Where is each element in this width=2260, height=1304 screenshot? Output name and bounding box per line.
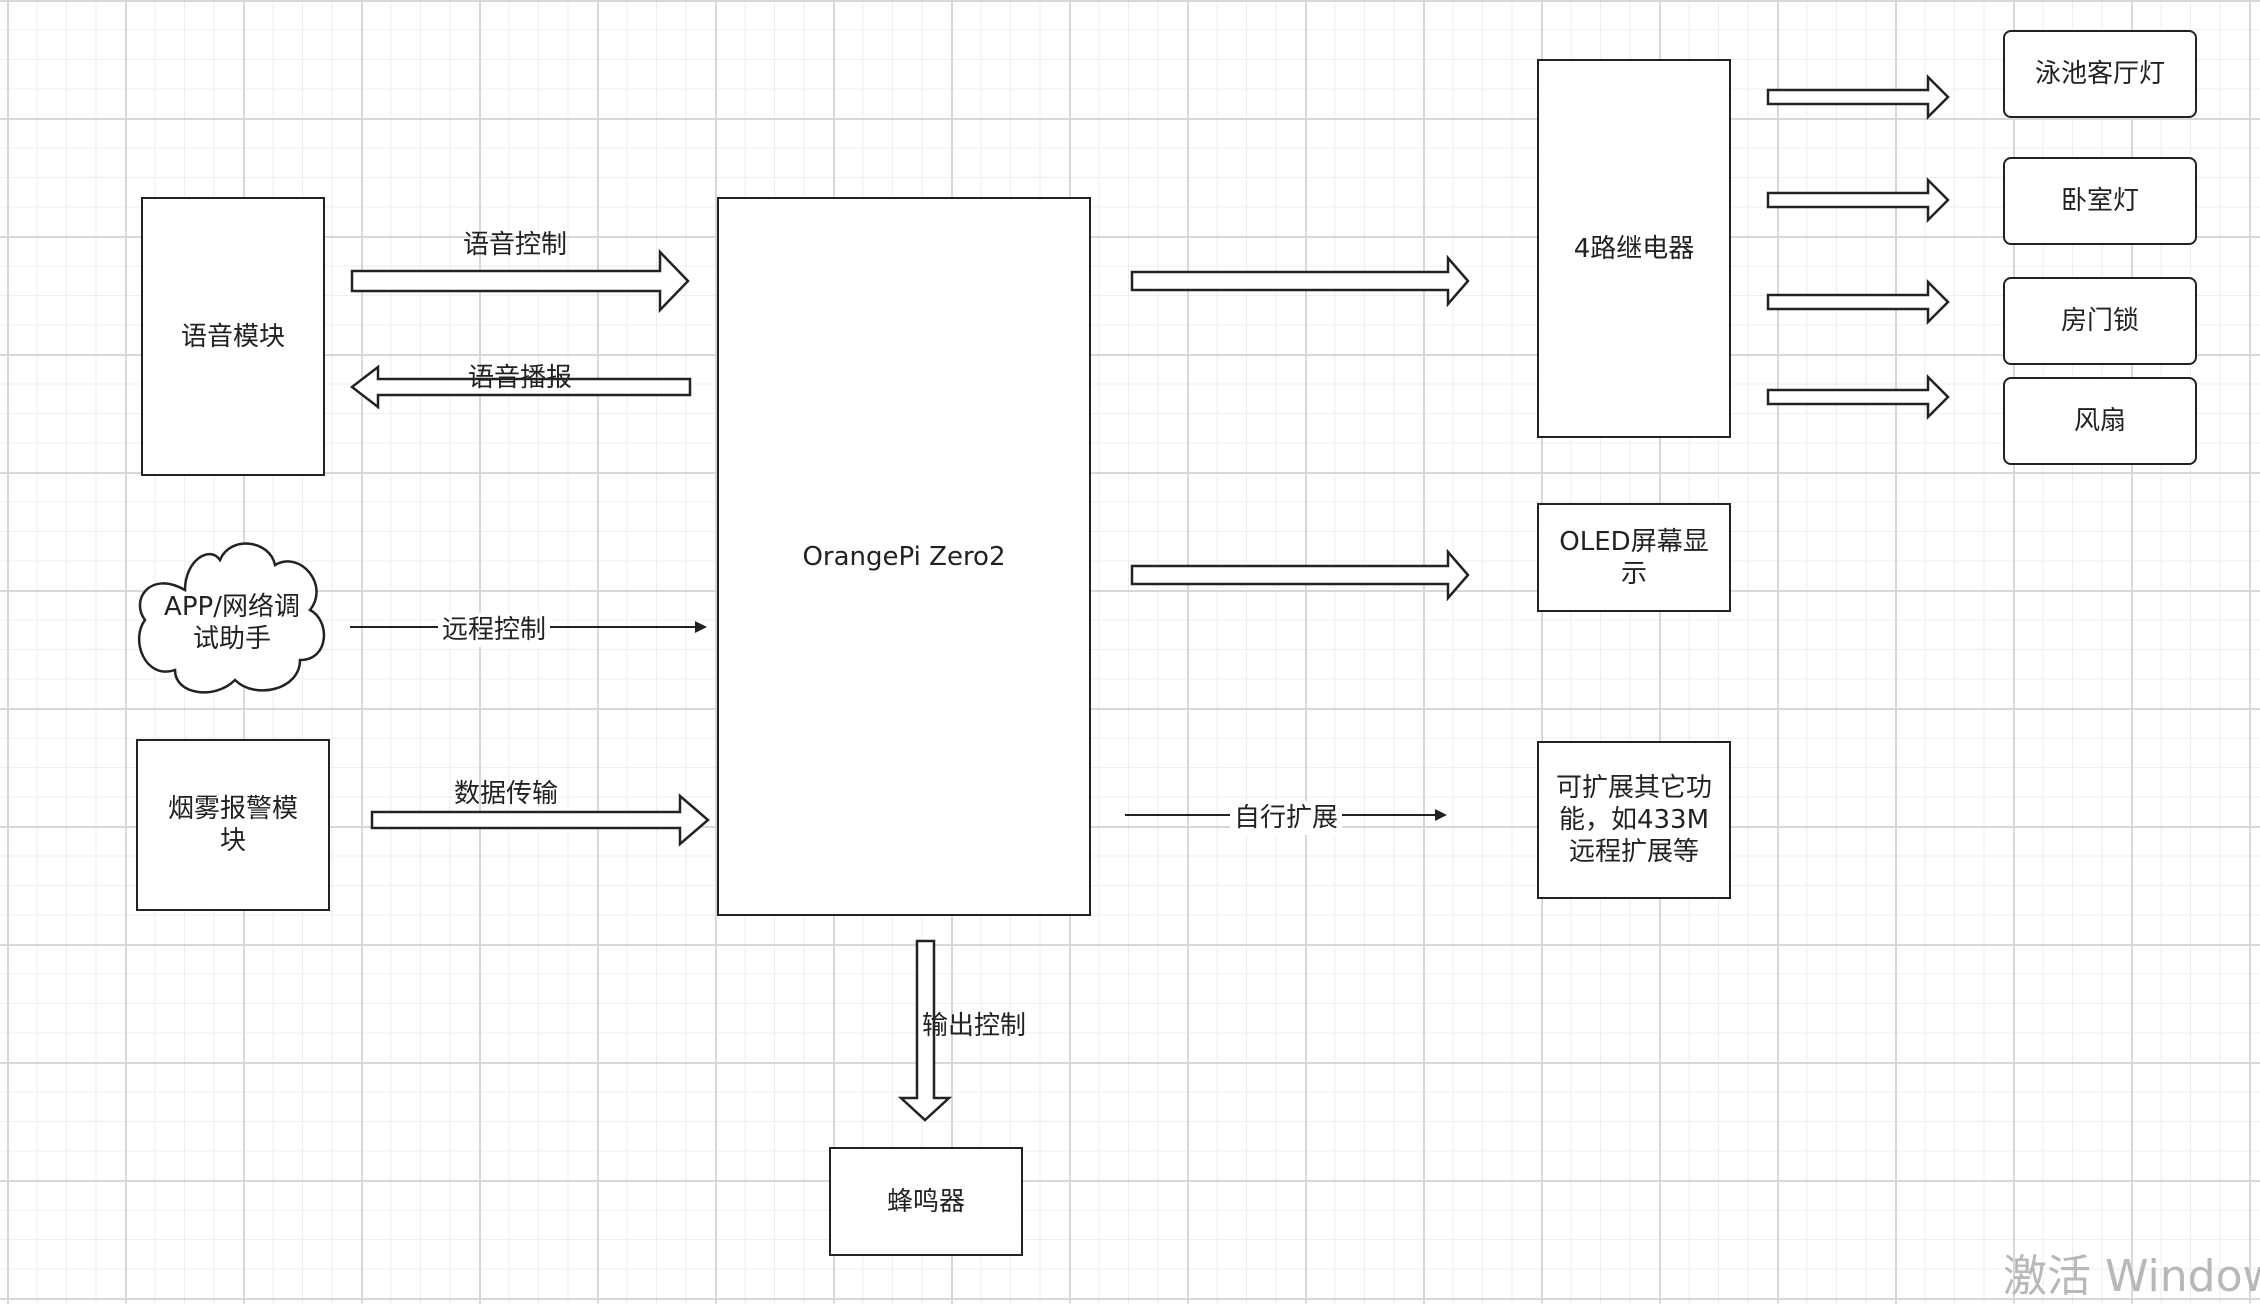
expandable-label: 可扩展其它功能，如433M远程扩展等 bbox=[1555, 773, 1712, 867]
arrow-to-bedroom-light bbox=[1766, 176, 1950, 224]
oled-label: OLED屏幕显示 bbox=[1559, 526, 1709, 589]
arrow-voice-broadcast bbox=[349, 364, 692, 410]
arrow-voice-control bbox=[350, 248, 690, 314]
oled-node: OLED屏幕显示 bbox=[1537, 503, 1731, 612]
smoke-alarm-label: 烟雾报警模块 bbox=[167, 794, 298, 856]
buzzer-label: 蜂鸣器 bbox=[886, 1186, 965, 1217]
smoke-alarm-node: 烟雾报警模块 bbox=[136, 739, 330, 911]
app-assistant-label: APP/网络调试助手 bbox=[164, 592, 300, 654]
arrow-to-fan bbox=[1766, 373, 1950, 421]
arrow-to-relay bbox=[1130, 254, 1470, 308]
edge-label-remote-control: 远程控制 bbox=[438, 613, 550, 647]
orangepi-node: OrangePi Zero2 bbox=[717, 197, 1091, 916]
voice-module-node: 语音模块 bbox=[141, 197, 325, 476]
edge-label-voice-control: 语音控制 bbox=[462, 230, 567, 260]
edge-label-output-control: 输出控制 bbox=[921, 1011, 1026, 1041]
door-lock-node: 房门锁 bbox=[2003, 277, 2197, 365]
bedroom-light-node: 卧室灯 bbox=[2003, 157, 2197, 245]
fan-label: 风扇 bbox=[2073, 406, 2126, 436]
edge-label-self-expand: 自行扩展 bbox=[1230, 801, 1342, 835]
door-lock-label: 房门锁 bbox=[2060, 306, 2139, 336]
relay-label: 4路继电器 bbox=[1573, 233, 1695, 264]
edge-label-voice-broadcast: 语音播报 bbox=[467, 363, 572, 393]
arrow-to-oled bbox=[1130, 548, 1470, 602]
bedroom-light-label: 卧室灯 bbox=[2060, 186, 2139, 216]
buzzer-node: 蜂鸣器 bbox=[829, 1147, 1023, 1256]
voice-module-label: 语音模块 bbox=[180, 321, 285, 352]
windows-activation-watermark: 激活 Windows bbox=[2003, 1251, 2260, 1302]
arrow-data-transfer bbox=[370, 793, 710, 847]
edge-label-data-transfer: 数据传输 bbox=[453, 779, 558, 809]
orangepi-label: OrangePi Zero2 bbox=[802, 541, 1006, 572]
arrow-to-pool-light bbox=[1766, 73, 1950, 121]
relay-node: 4路继电器 bbox=[1537, 59, 1731, 438]
fan-node: 风扇 bbox=[2003, 377, 2197, 465]
expandable-node: 可扩展其它功能，如433M远程扩展等 bbox=[1537, 741, 1731, 899]
arrow-to-door-lock bbox=[1766, 278, 1950, 326]
arrow-output-control bbox=[897, 939, 953, 1122]
app-assistant-cloud bbox=[137, 542, 326, 694]
pool-light-node: 泳池客厅灯 bbox=[2003, 30, 2197, 118]
pool-light-label: 泳池客厅灯 bbox=[2034, 59, 2165, 89]
